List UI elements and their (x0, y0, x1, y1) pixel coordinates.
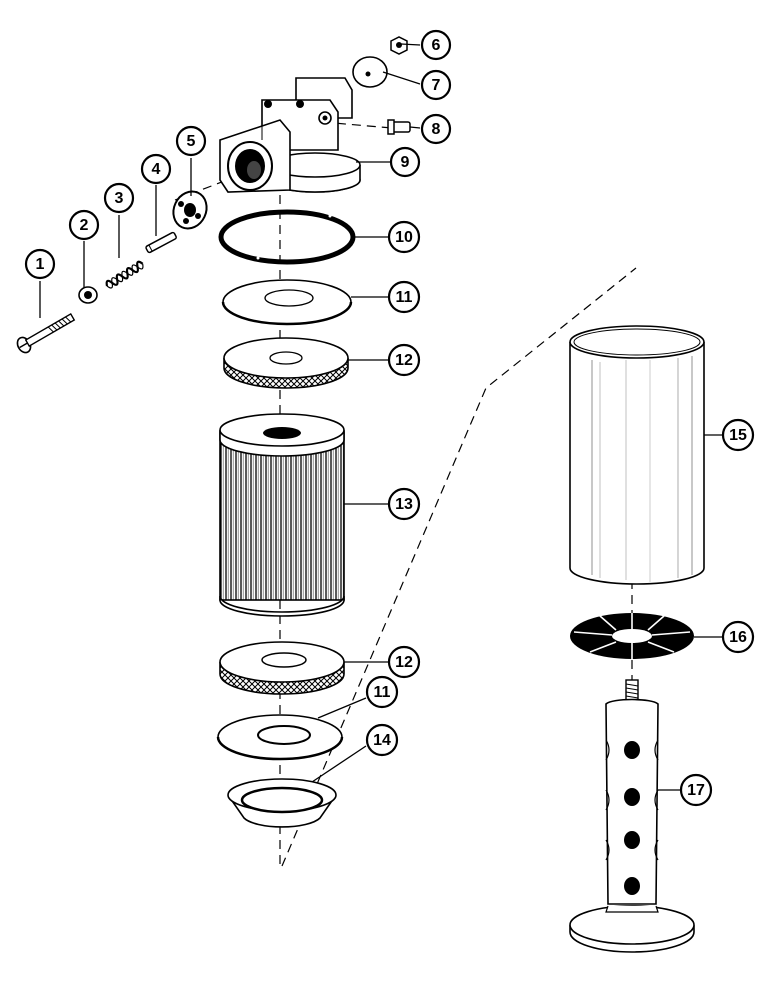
part-8-plug-screw (387, 119, 411, 135)
callout-6: 6 (420, 29, 452, 61)
callout-15: 15 (721, 418, 755, 452)
callout-14-label: 14 (373, 732, 391, 749)
callout-5: 5 (175, 125, 207, 157)
callout-8-label: 8 (432, 121, 441, 138)
part-12-spacer-lower (219, 641, 345, 695)
part-12-spacer-upper (223, 337, 349, 389)
callout-1: 1 (24, 248, 56, 280)
callout-12-upper: 12 (387, 343, 421, 377)
callout-13: 13 (387, 487, 421, 521)
part-10-o-ring (218, 209, 356, 265)
part-7-washer (352, 56, 388, 88)
part-1-bolt (16, 313, 76, 354)
callout-13-label: 13 (395, 496, 413, 513)
part-6-nut (390, 36, 408, 55)
callout-17-label: 17 (687, 782, 705, 799)
callout-14: 14 (365, 723, 399, 757)
callout-11-lower-label: 11 (374, 684, 391, 701)
part-16-baffle-disc (570, 613, 694, 659)
callout-15-label: 15 (729, 427, 747, 444)
callout-12-lower: 12 (387, 645, 421, 679)
part-5-valve-disc (172, 190, 208, 230)
part-17-standpipe (569, 679, 695, 953)
callout-8: 8 (420, 113, 452, 145)
callout-12-lower-label: 12 (395, 654, 413, 671)
callout-11-upper-label: 11 (396, 289, 413, 306)
callout-9-label: 9 (401, 154, 410, 171)
callout-6-label: 6 (432, 37, 441, 54)
part-11-washer-lower (216, 714, 344, 761)
callout-7-label: 7 (432, 77, 441, 94)
part-14-seal-cup (227, 778, 337, 828)
part-9-filter-head (219, 77, 361, 193)
part-3-spring (105, 260, 144, 289)
callout-16-label: 16 (729, 629, 747, 646)
callout-4-label: 4 (152, 161, 161, 178)
callout-2-label: 2 (80, 217, 89, 234)
part-11-washer-upper (221, 279, 353, 326)
part-15-bowl (569, 325, 705, 585)
callout-9: 9 (389, 146, 421, 178)
callout-5-label: 5 (187, 133, 196, 150)
callout-3-label: 3 (115, 190, 124, 207)
callout-3: 3 (103, 182, 135, 214)
callout-2: 2 (68, 209, 100, 241)
callout-12-upper-label: 12 (395, 352, 413, 369)
callout-10-label: 10 (395, 229, 413, 246)
callout-4: 4 (140, 153, 172, 185)
callout-10: 10 (387, 220, 421, 254)
part-2-ball (78, 286, 98, 304)
callout-11-upper: 11 (387, 280, 421, 314)
callout-16: 16 (721, 620, 755, 654)
callout-7: 7 (420, 69, 452, 101)
callout-1-label: 1 (36, 256, 45, 273)
leader-lines (39, 43, 722, 791)
callout-17: 17 (679, 773, 713, 807)
part-4-pin (145, 231, 177, 254)
callout-11-lower: 11 (365, 675, 399, 709)
part-13-filter-element (219, 413, 345, 617)
